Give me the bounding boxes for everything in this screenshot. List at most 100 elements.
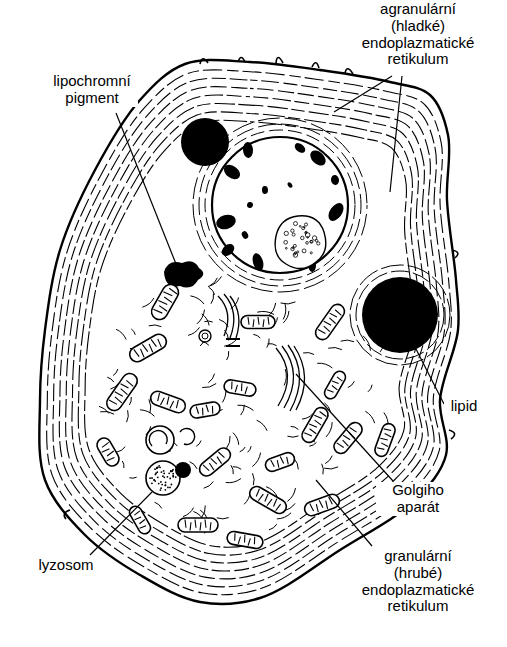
mitochondrion (197, 445, 234, 479)
chromatin-clump (243, 142, 254, 159)
er-membrane (257, 311, 274, 314)
er-membrane (140, 410, 154, 417)
chromatin-clump (287, 181, 294, 188)
crista (160, 397, 164, 405)
crista (139, 519, 145, 523)
mitochondrion (264, 451, 297, 473)
crista (120, 389, 128, 395)
crista (211, 458, 217, 465)
crista (330, 312, 337, 318)
lysosome-dot (151, 477, 153, 479)
mitochondrion-membrane (313, 302, 347, 343)
mitochondrion (223, 379, 257, 397)
er-membrane (233, 433, 239, 445)
er-membrane (127, 410, 129, 422)
crista (196, 406, 198, 414)
er-membrane (201, 506, 205, 519)
chromatin-clump (307, 147, 328, 168)
er-membrane (217, 518, 229, 519)
leader-line (334, 76, 392, 112)
crista (336, 377, 342, 381)
mitochondrion-membrane (127, 332, 169, 365)
crista (253, 319, 254, 327)
mitochondrion (247, 484, 289, 516)
mitochondrion (241, 316, 275, 329)
crista (107, 451, 115, 456)
lysosome-dot (169, 487, 171, 489)
crista (203, 464, 209, 471)
crista (255, 489, 260, 497)
mitochondrion (373, 422, 397, 458)
er-membrane (129, 477, 136, 478)
er-membrane (209, 287, 215, 295)
nucleolus-granule (304, 223, 307, 226)
er-membrane (131, 329, 135, 335)
er-membrane (188, 327, 199, 335)
crista (314, 420, 322, 425)
crista (264, 494, 269, 502)
lysosome-dot (167, 487, 169, 489)
mitochondrion (189, 401, 221, 419)
mitochondrion-membrane (331, 420, 365, 457)
centriole (226, 345, 240, 347)
crista (102, 442, 110, 447)
mitochondrion-membrane (223, 379, 257, 397)
mitochondrion-membrane (322, 369, 347, 401)
nucleolus-granule (291, 229, 294, 232)
nucleolus-granule (292, 233, 295, 236)
crista (276, 460, 280, 467)
crista (248, 538, 250, 546)
crista (238, 536, 240, 544)
lysosome-dot (165, 484, 167, 486)
mitochondrion-membrane (197, 445, 234, 479)
lysosome-dot (156, 467, 158, 469)
er-membrane (113, 369, 118, 376)
lysosome-dot (163, 476, 165, 478)
crista (140, 349, 145, 357)
er-membrane (100, 411, 114, 414)
crista (200, 522, 201, 530)
lysosome-dot (151, 482, 153, 484)
crista (216, 457, 222, 464)
crista (134, 511, 140, 515)
er-membrane (348, 381, 355, 387)
er-membrane (257, 420, 267, 431)
er-membrane (205, 130, 355, 280)
nucleolus-granule (310, 240, 313, 243)
crista (377, 447, 384, 451)
lysosome-dot (162, 475, 164, 477)
lysosome-dot (160, 471, 162, 473)
crista (210, 522, 211, 530)
lipid-droplet (362, 277, 438, 353)
vesicle (180, 428, 195, 444)
crista (286, 457, 290, 464)
lysosome-dot (163, 473, 165, 475)
er-membrane (107, 377, 114, 382)
nucleolus-granule (284, 231, 288, 235)
er-membrane (204, 321, 212, 322)
part-label: agranulární (hladké) endoplazmatické ret… (350, 1, 486, 68)
lysosome-dot (171, 470, 173, 472)
er-membrane (363, 336, 370, 351)
mitochondrion (322, 369, 347, 401)
crista (102, 448, 110, 453)
mitochondrion-membrane (94, 436, 121, 469)
golgi-apparatus (218, 294, 305, 411)
mitochondrion-membrane (373, 422, 397, 458)
er-membrane (116, 329, 126, 339)
lysosome-dot (154, 468, 156, 470)
mitochondrion (149, 389, 188, 414)
er-membrane (252, 473, 254, 485)
mitochondrion-membrane (299, 405, 330, 445)
lysosome-dot (153, 479, 155, 481)
crista (318, 329, 325, 335)
crista (314, 414, 322, 419)
cell-body (39, 60, 458, 604)
er-membrane (196, 441, 201, 447)
er-membrane (283, 304, 286, 319)
crista (276, 504, 281, 512)
er-membrane (122, 461, 124, 468)
er-membrane (183, 508, 194, 517)
mitochondrion (299, 405, 330, 445)
er-membrane (197, 310, 205, 324)
